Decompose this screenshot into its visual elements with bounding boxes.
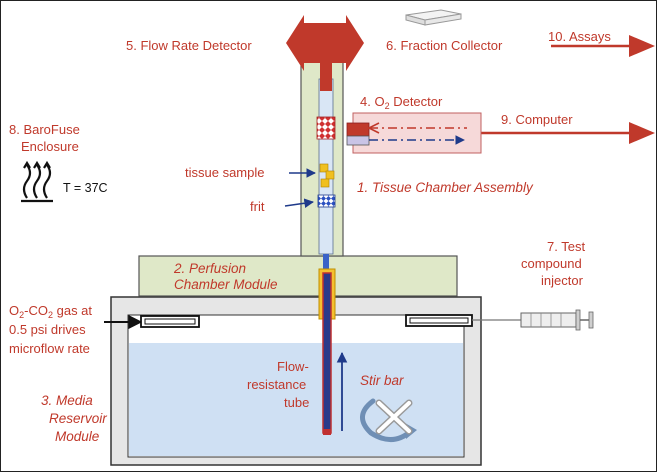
tissue-sample [319,163,335,188]
gas-inlet [104,315,200,329]
test-compound-label-line2: compound [521,256,582,271]
flow-tube-label-line3: tube [284,395,309,410]
red-frit [316,116,336,140]
connector-tube [323,254,329,274]
tissue-sample-label: tissue sample [185,165,264,180]
barofuse-label-line2: Enclosure [21,139,79,154]
frit [317,194,336,208]
test-compound-label-line3: injector [541,273,584,288]
fraction-collector-label: 6. Fraction Collector [386,38,503,53]
assays-arrow [551,35,655,57]
flow-rate-detector-label: 5. Flow Rate Detector [126,38,252,53]
flow-tube-label-line2: resistance [247,377,306,392]
perfusion-label-line1: 2. Perfusion [173,261,246,276]
heat-waves-icon [21,160,53,203]
flow-resistance-tube [318,268,336,435]
syringe-icon [405,309,594,331]
stir-bar-label: Stir bar [360,373,404,388]
frit-pointer [284,198,314,208]
perfusion-chamber-module [138,255,458,297]
o2-detector [346,112,482,154]
assays-label: 10. Assays [548,29,611,44]
gas-label-line1: O2-CO2 gas at [9,303,92,320]
temperature-label: T = 37C [63,181,108,195]
flow-tube-label-line1: Flow- [277,359,309,374]
computer-label: 9. Computer [501,112,573,127]
media-label-line1: 3. Media [41,393,93,408]
t-arrow [286,15,364,91]
barofuse-label-line1: 8. BaroFuse [9,122,80,137]
gas-label-line3: microflow rate [9,341,90,356]
stir-bar-icon [360,398,417,442]
perfusion-label-line2: Chamber Module [174,277,278,292]
test-compound-label-line1: 7. Test [547,239,585,254]
tissue-chamber-label: 1. Tissue Chamber Assembly [357,180,534,195]
media-label-line3: Module [55,429,99,444]
gas-label-line2: 0.5 psi drives [9,322,86,337]
media-label-line2: Reservoir [49,411,107,426]
frit-label: frit [250,199,265,214]
o2-detector-label: 4. O2 Detector [360,94,443,111]
microplate-icon [405,9,462,26]
computer-arrow [479,122,655,144]
